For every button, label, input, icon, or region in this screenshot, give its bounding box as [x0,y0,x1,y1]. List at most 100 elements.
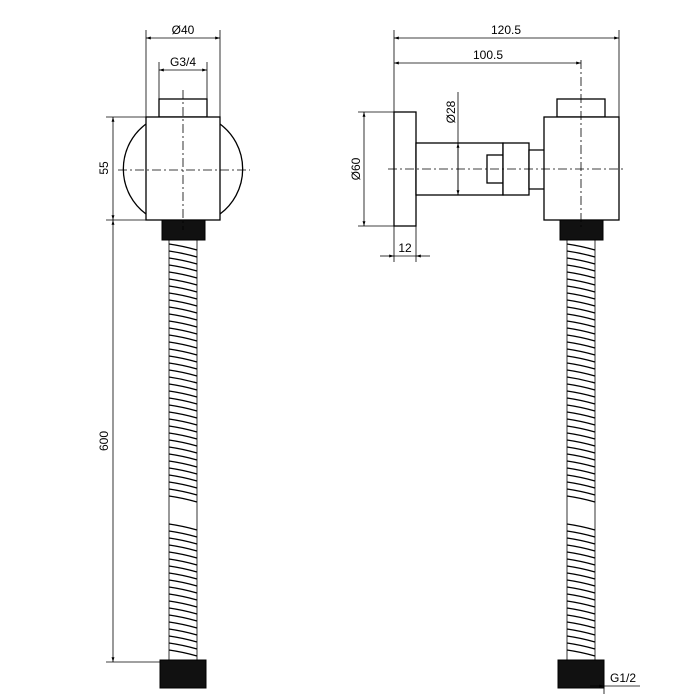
hose-coil [566,481,596,489]
dim-body-height-label: 55 [97,161,111,175]
dim-thread-top-label: G3/4 [170,55,196,69]
hose-coil [168,383,198,391]
hose-coil [168,292,198,300]
hose-coil [168,551,198,559]
hose-coil [566,453,596,461]
hose-coil [168,460,198,468]
hose-coil [168,418,198,426]
hose-coil [566,362,596,370]
hose-coil [168,369,198,377]
hose-coil [566,537,596,545]
dim-plate-thickness-label: 12 [398,241,412,255]
hose-coil [168,327,198,335]
hose-coil [566,320,596,328]
hose-coil [168,250,198,258]
hose-coil [566,628,596,636]
dim-hose-length-label: 600 [97,431,111,451]
hose-coil [168,313,198,321]
hose-coil [566,474,596,482]
flexible-hose [168,240,198,660]
hose-coil [566,327,596,335]
hose-coil [566,649,596,657]
hose-coil [168,614,198,622]
hose-coil [168,376,198,384]
hose-coil [566,306,596,314]
hose-coil [168,572,198,580]
hose-coil [566,488,596,496]
flexible-hose-side [566,240,596,660]
hose-coil [168,264,198,272]
hose-coil [168,243,198,251]
hose-coil [168,348,198,356]
dim-axis-depth-label: 100.5 [473,48,503,62]
hose-coil [566,348,596,356]
hose-coil [168,628,198,636]
side-view: 120.5 100.5 Ø28 Ø60 12 G1/2 [349,23,640,694]
hose-coil [566,313,596,321]
hose-coil [168,341,198,349]
hose-coil [566,565,596,573]
hose-coil [566,425,596,433]
hose-coil [168,649,198,657]
dim-width-label: Ø40 [172,23,195,37]
hose-coil [168,621,198,629]
hose-coil [566,446,596,454]
hose-coil [168,306,198,314]
hose-coil [566,411,596,419]
hose-coil [566,607,596,615]
hose-coil [168,642,198,650]
hose-coil [566,278,596,286]
hose-coil [566,439,596,447]
hose-coil [566,341,596,349]
hose-coil [168,467,198,475]
hose-coil [168,411,198,419]
dim-plate-diameter-label: Ø60 [349,157,363,180]
hose-coil [168,257,198,265]
hose-coil [566,593,596,601]
hose-coil [566,383,596,391]
hose-coil [566,460,596,468]
hose-coil [168,495,198,503]
wall-plate-arc-right [219,123,244,215]
hose-coil [566,243,596,251]
hose-coil [168,404,198,412]
hose-coil [168,425,198,433]
hose-coil [168,271,198,279]
hose-coil [168,481,198,489]
hose-coil [168,446,198,454]
hose-coil [168,544,198,552]
hose-coil [566,614,596,622]
hose-coil [566,495,596,503]
hose-coil [566,558,596,566]
valve-body [145,116,221,221]
hose-coil [168,362,198,370]
hose-coil [566,530,596,538]
hose-coil [566,586,596,594]
hose-coil [566,264,596,272]
hose-coil [566,369,596,377]
hose-coil [168,600,198,608]
hose-coil [566,635,596,643]
hose-coil [566,572,596,580]
hose-coil [168,439,198,447]
hose-coil [168,390,198,398]
front-view: Ø40 G3/4 55 600 [97,23,250,689]
hose-coil [168,355,198,363]
hose-coil [566,355,596,363]
hose-coil [566,404,596,412]
hose-coil [566,579,596,587]
hose-coil [168,278,198,286]
hose-coil [168,607,198,615]
hose-coil [566,299,596,307]
valve-body-side [543,116,620,221]
hose-coil [168,530,198,538]
hose-coil [566,418,596,426]
hose-coil [566,621,596,629]
hose-end-nut [159,659,207,689]
hose-coil [566,376,596,384]
hose-coil [566,390,596,398]
hose-coil [168,565,198,573]
hose-end-nut-side [557,659,605,689]
hose-coil [566,397,596,405]
